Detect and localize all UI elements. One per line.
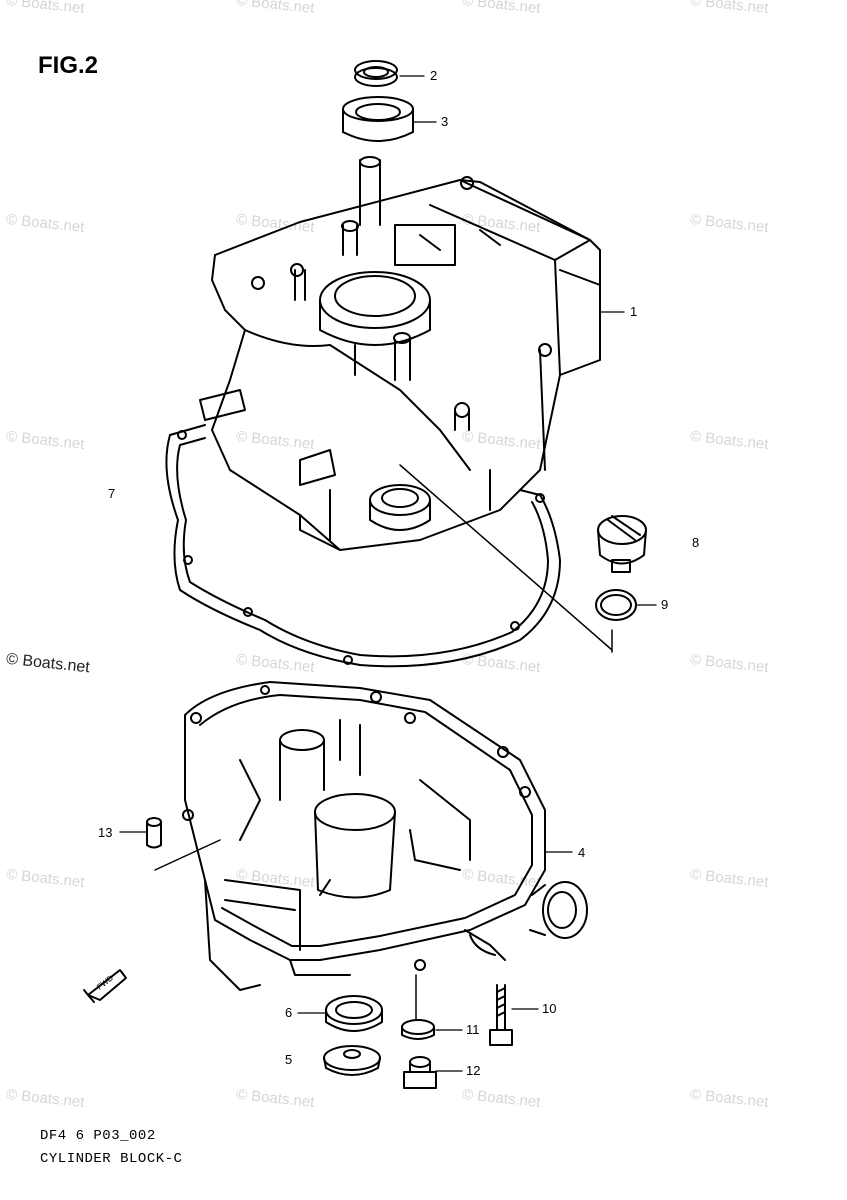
fwd-arrow-icon (83, 969, 127, 1003)
callout-12: 12 (466, 1063, 481, 1078)
callout-13: 13 (98, 825, 113, 840)
figure-title: FIG.2 (38, 52, 99, 79)
callout-6: 6 (285, 1005, 293, 1020)
part-3-oil-seal[interactable] (342, 96, 414, 142)
part-5-cap[interactable] (323, 1045, 381, 1076)
callout-5: 5 (285, 1052, 293, 1067)
callout-11: 11 (466, 1022, 480, 1037)
part-11-washer[interactable] (401, 1019, 435, 1040)
callout-4: 4 (578, 845, 586, 860)
assembly-line (399, 464, 613, 651)
diagram-code: DF4 6 P03_002 (40, 1128, 156, 1144)
callout-10: 10 (542, 1001, 557, 1016)
callout-1: 1 (630, 304, 638, 319)
callout-2: 2 (430, 68, 438, 83)
part-8-plug[interactable] (597, 515, 647, 573)
diagram-caption: CYLINDER BLOCK-C (40, 1151, 183, 1167)
part-7-gasket[interactable] (165, 424, 561, 668)
callout-3: 3 (441, 114, 449, 129)
callout-7: 7 (108, 486, 116, 501)
leader-lines (119, 75, 657, 1072)
part-4-crankcase[interactable] (182, 681, 546, 991)
part-10-bolt[interactable] (489, 984, 513, 1046)
part-2-seal[interactable] (354, 60, 398, 87)
part-1-cylinder-block[interactable] (199, 156, 601, 551)
callout-8: 8 (692, 535, 700, 550)
part-12-drain-plug[interactable] (403, 1056, 437, 1089)
part-9-o-ring[interactable] (595, 589, 637, 621)
side-boss (529, 881, 588, 939)
callout-9: 9 (661, 597, 669, 612)
part-6-oil-seal[interactable] (325, 995, 383, 1032)
part-13-dowel-pin[interactable] (146, 817, 221, 871)
